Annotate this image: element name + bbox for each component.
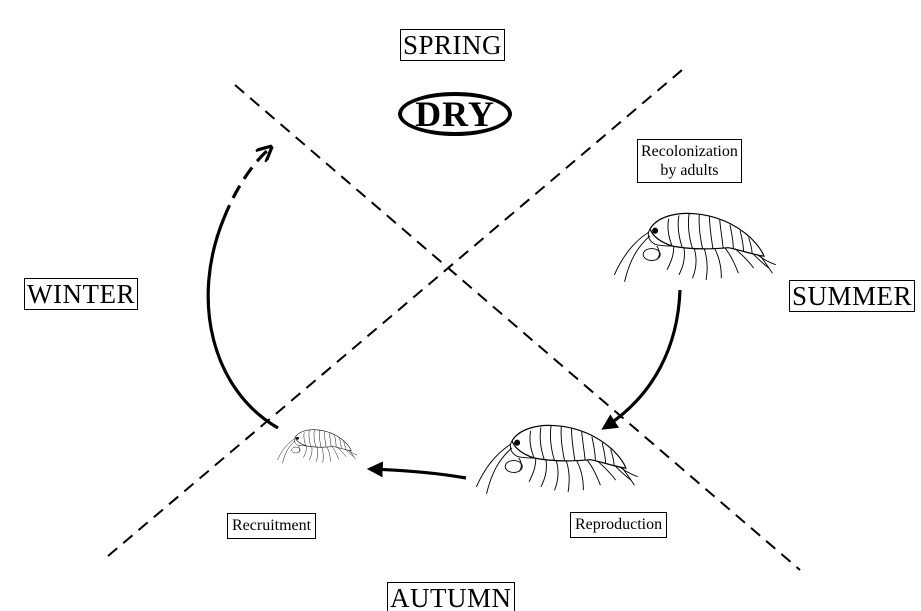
arrow-winter-to-spring-dashed — [224, 148, 270, 218]
amphipod-adult-reproduction — [476, 425, 638, 493]
arrow-summer-to-autumn — [604, 290, 680, 428]
arrow-reproduction-to-recruitment — [370, 469, 466, 478]
recolonization-line-2: by adults — [641, 161, 738, 180]
reproduction-label: Reproduction — [570, 512, 667, 538]
arrow-recruitment-to-winter — [208, 218, 278, 428]
season-summer-label: SUMMER — [789, 280, 915, 312]
recolonization-line-1: Recolonization — [641, 142, 738, 161]
recruitment-label: Recruitment — [227, 513, 316, 539]
dashed-divider-ascending — [108, 70, 682, 556]
amphipod-adult-summer — [614, 213, 776, 281]
season-spring-label: SPRING — [400, 29, 505, 61]
season-autumn-label: AUTUMN — [387, 582, 515, 611]
amphipod-juvenile-recruitment — [277, 430, 357, 464]
dry-condition-label: DRY — [398, 92, 512, 136]
season-winter-label: WINTER — [24, 278, 138, 310]
recolonization-label: Recolonization by adults — [637, 139, 742, 183]
